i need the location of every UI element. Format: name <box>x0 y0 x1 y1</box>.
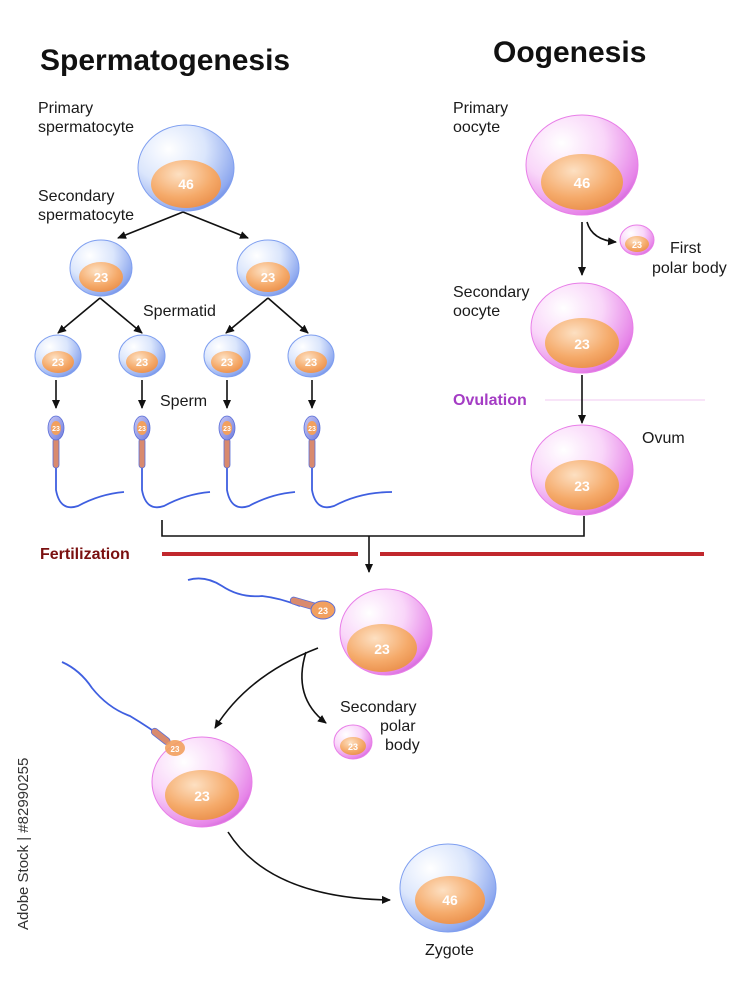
stock-watermark: Adobe Stock | #82990255 <box>15 758 32 930</box>
svg-text:23: 23 <box>194 788 210 804</box>
cell-secondary-polar-body: 23 <box>333 724 373 760</box>
label-ovum: Ovum <box>642 430 685 447</box>
svg-text:23: 23 <box>261 270 275 285</box>
cell-spermatid-1: 23 <box>34 334 82 378</box>
cell-spermatid-4: 23 <box>287 334 335 378</box>
fertilizing-sperm <box>187 577 318 611</box>
cell-secondary-spermatocyte-left: 23 <box>69 239 133 297</box>
svg-text:23: 23 <box>94 270 108 285</box>
svg-text:23: 23 <box>374 641 390 657</box>
spermatogenesis-arrows <box>52 211 316 409</box>
svg-text:46: 46 <box>178 176 194 192</box>
fertilization-label: Fertilization <box>40 546 130 563</box>
svg-text:46: 46 <box>442 892 458 908</box>
cell-primary-oocyte: 46 <box>525 114 639 216</box>
sperm-3: 23 <box>218 415 296 509</box>
sperm-nucleus-inside-egg: 23 <box>165 740 185 756</box>
svg-text:23: 23 <box>348 742 358 752</box>
svg-text:23: 23 <box>223 426 231 433</box>
label-spermatid: Spermatid <box>143 303 216 320</box>
label-zygote: Zygote <box>425 942 474 959</box>
cell-secondary-spermatocyte-right: 23 <box>236 239 300 297</box>
cell-egg-after-fertilization: 23 <box>151 736 253 828</box>
cell-primary-spermatocyte: 46 <box>137 124 235 212</box>
svg-text:23: 23 <box>574 336 590 352</box>
svg-text:23: 23 <box>221 357 233 369</box>
label-sperm: Sperm <box>160 393 207 410</box>
svg-text:23: 23 <box>52 357 64 369</box>
cell-first-polar-body: 23 <box>619 224 655 256</box>
entering-sperm <box>61 661 171 745</box>
cell-fertilizing-egg: 23 <box>339 588 433 676</box>
cell-zygote: 46 <box>399 843 497 933</box>
oogenesis-title: Oogenesis <box>493 36 646 69</box>
cell-spermatid-3: 23 <box>203 334 251 378</box>
svg-text:23: 23 <box>574 478 590 494</box>
svg-text:23: 23 <box>318 606 328 616</box>
ovulation-label: Ovulation <box>453 392 527 409</box>
fertilization-bracket <box>161 516 585 573</box>
svg-text:23: 23 <box>308 426 316 433</box>
cell-spermatid-2: 23 <box>118 334 166 378</box>
svg-text:23: 23 <box>136 357 148 369</box>
fertilization-arrows <box>214 647 391 904</box>
fertilizing-sperm-head: 23 <box>310 600 336 620</box>
svg-text:23: 23 <box>138 426 146 433</box>
oogenesis-arrows <box>578 221 617 424</box>
svg-text:23: 23 <box>305 357 317 369</box>
sperm-2: 23 <box>133 415 211 509</box>
cell-secondary-oocyte: 23 <box>530 282 634 374</box>
sperm-4: 23 <box>303 415 393 509</box>
spermatogenesis-title: Spermatogenesis <box>40 44 290 77</box>
svg-text:23: 23 <box>632 240 642 250</box>
svg-text:23: 23 <box>52 426 60 433</box>
cell-ovum: 23 <box>530 424 634 516</box>
svg-text:46: 46 <box>574 175 591 192</box>
svg-text:23: 23 <box>171 745 180 754</box>
sperm-1: 23 <box>47 415 125 509</box>
